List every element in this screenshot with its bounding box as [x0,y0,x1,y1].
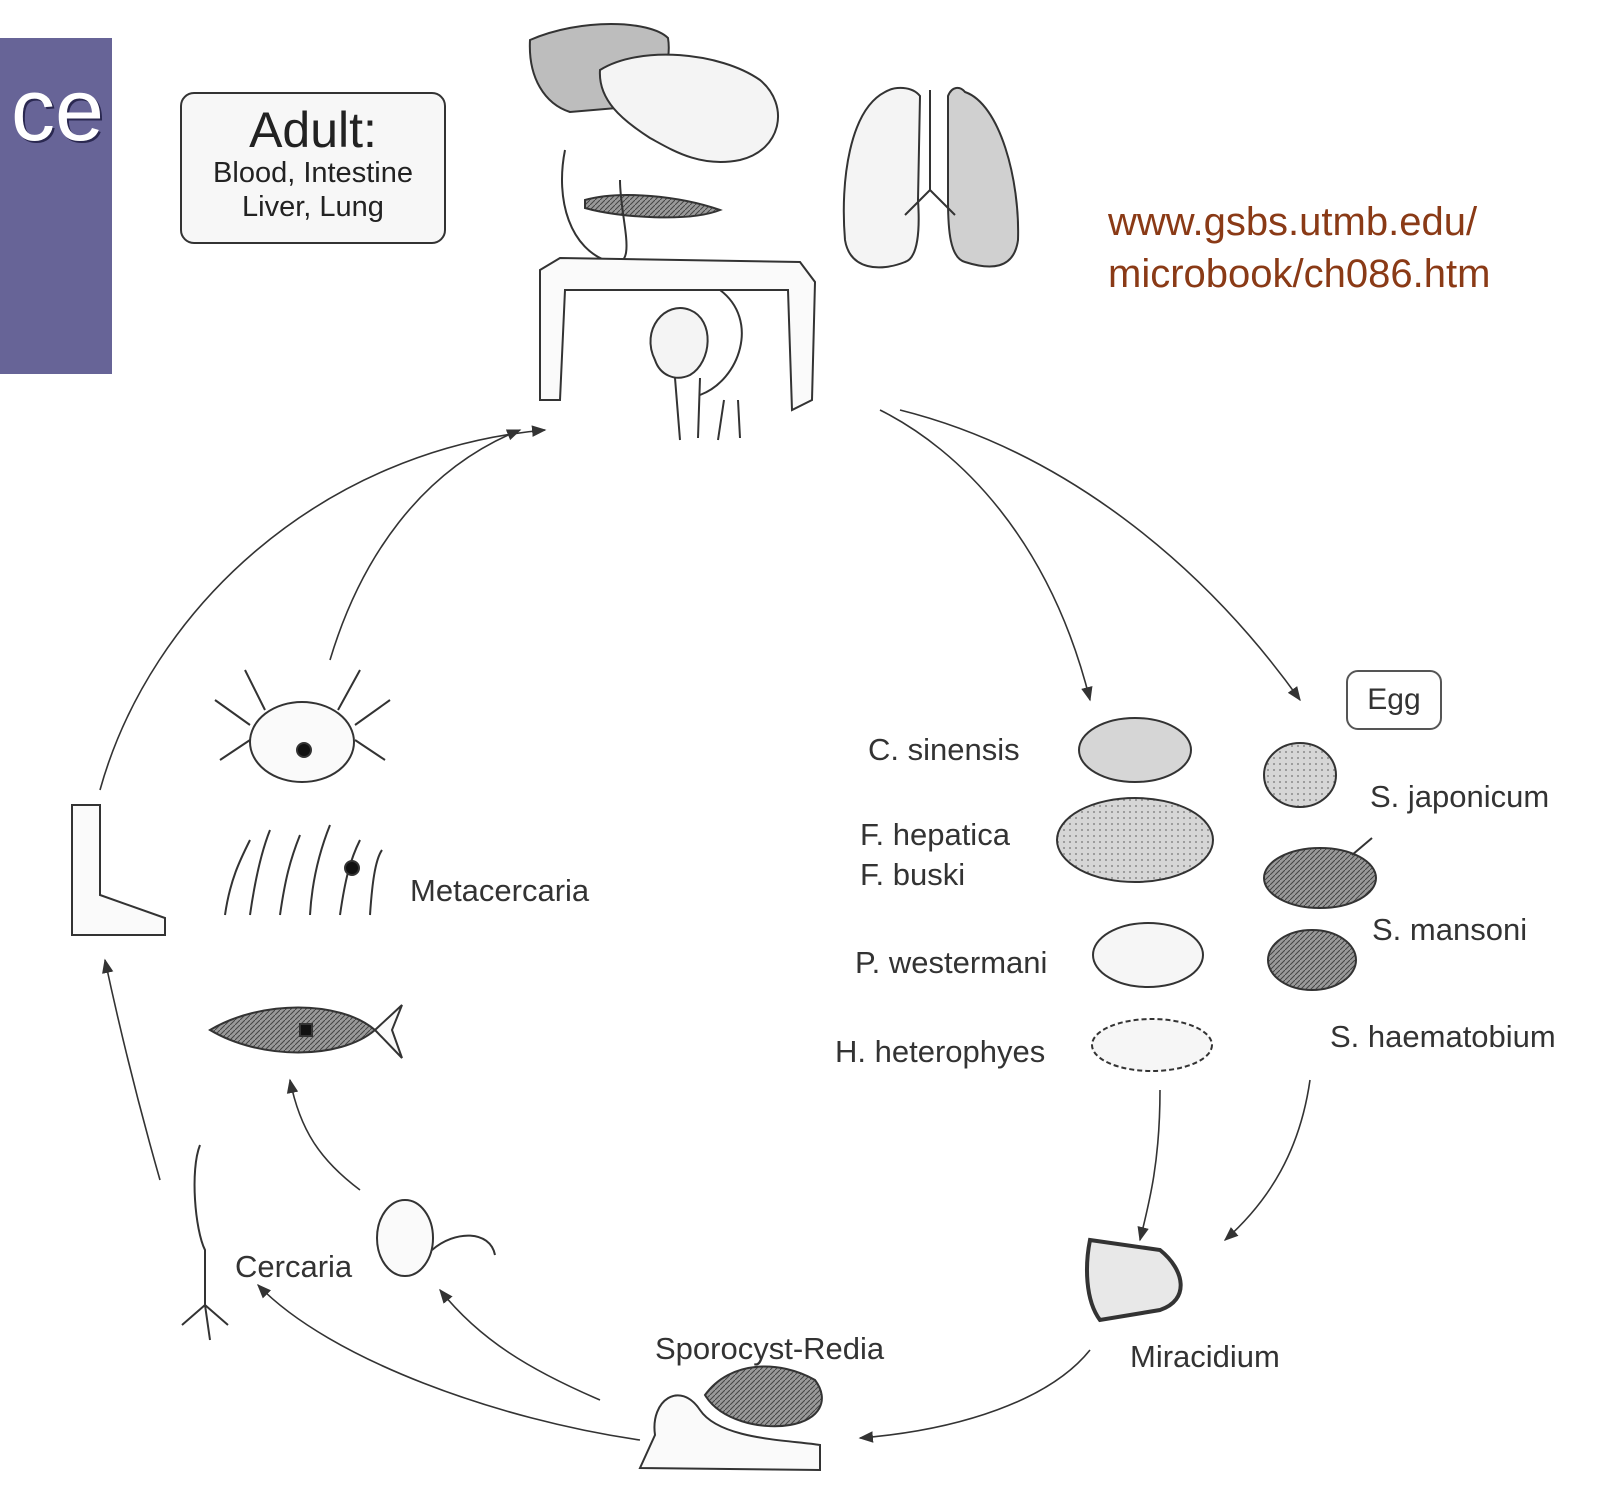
crab-cyst-dot [296,742,312,758]
plant-cyst-dot [344,860,360,876]
label-cercaria: Cercaria [235,1249,353,1284]
egg-box: Egg [1346,670,1442,730]
label-f-buski: F. buski [860,857,966,892]
fish-body [208,1006,377,1054]
crab-body [249,701,355,783]
arrow-adult-to-egg-left [879,409,1093,702]
label-f-hepatica: F. hepatica [860,817,1010,852]
large-intestine [539,256,817,412]
adult-heading: Adult: [249,102,377,158]
arrow-crab-to-adult [329,429,522,661]
label-p-westermani: P. westermani [855,945,1048,980]
arrow-snail-to-cercaria [257,1283,641,1441]
egg-s-haematobium [1267,929,1357,991]
label-h-heterophyes: H. heterophyes [835,1034,1046,1069]
label-sporocyst-redia: Sporocyst-Redia [655,1331,885,1366]
slide-title: ce [11,60,104,159]
adult-site-line-2: Liver, Lung [242,191,384,223]
label-s-haematobium: S. haematobium [1330,1019,1556,1054]
fish-cyst-dot [299,1023,313,1037]
egg-p-westermani [1092,922,1204,988]
label-c-sinensis: C. sinensis [868,732,1020,767]
adult-box: Adult: Blood, Intestine Liver, Lung [180,92,446,244]
label-s-mansoni: S. mansoni [1372,912,1528,947]
host-organs-illustration [528,23,1020,441]
egg-s-mansoni [1263,847,1377,909]
arrow-egg-to-miracidium-right [1223,1079,1311,1241]
label-metacercaria: Metacercaria [410,873,590,908]
egg-f-hepatica [1056,797,1214,883]
egg-illustrations [1056,717,1377,1072]
lung-right [947,86,1020,268]
fish-tail [373,1004,403,1059]
cercaria-organism [181,1144,229,1341]
lung-left [842,86,922,269]
label-miracidium: Miracidium [1130,1339,1280,1374]
lifecycle-arrows [99,409,1311,1443]
arrow-snail-to-redia [439,1288,601,1401]
miracidium-organism [1085,1237,1183,1323]
stage-illustrations [71,669,1183,1472]
crab-legs [214,669,391,761]
redia-tail [431,1234,496,1256]
egg-s-mansoni-spine [1351,837,1373,856]
pancreas-shape [584,194,723,219]
rectum-shape [699,289,743,396]
human-foot [71,804,166,936]
url-line-2: microbook/ch086.htm [1108,252,1491,296]
arrow-miracidium-to-snail [858,1349,1091,1443]
stomach-shape [598,53,779,163]
arrow-cercaria-to-foot [102,958,161,1181]
arrow-adult-to-egg-right [899,409,1301,702]
url-line-1: www.gsbs.utmb.edu/ [1108,200,1478,244]
source-url[interactable]: www.gsbs.utmb.edu/ microbook/ch086.htm [1108,196,1490,300]
arrow-redia-to-fish [286,1078,361,1191]
bladder-shape [649,307,709,379]
trachea [904,90,956,216]
snail-shell [703,1365,823,1428]
redia-organism [376,1199,434,1277]
arrow-egg-to-miracidium-left [1137,1089,1161,1242]
egg-c-sinensis [1078,717,1192,783]
arrow-foot-to-adult [99,425,547,791]
label-s-japonicum: S. japonicum [1370,779,1550,814]
water-plants [224,824,383,916]
adult-site-line-1: Blood, Intestine [213,157,413,189]
rectum-anus [674,377,741,441]
snail-foot [638,1394,821,1472]
egg-s-japonicum [1263,742,1337,808]
egg-h-heterophyes [1091,1018,1213,1072]
slide-title-block: ce [0,38,112,374]
